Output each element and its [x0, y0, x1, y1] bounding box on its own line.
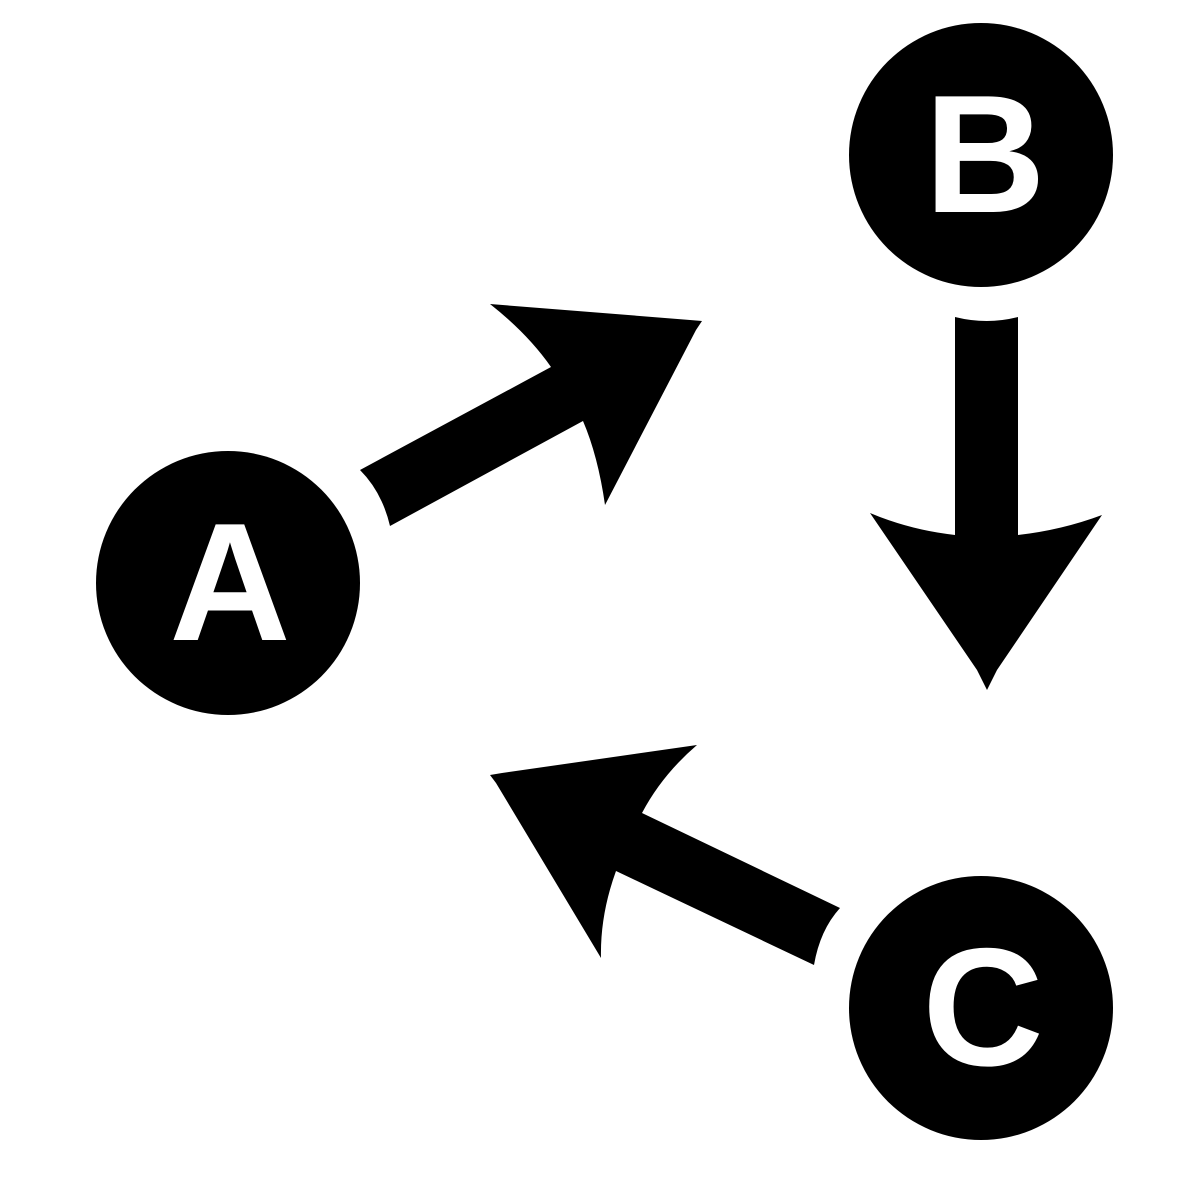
arrow-b-to-c	[870, 317, 1102, 690]
node-circle	[96, 451, 360, 715]
node-a: A	[96, 451, 360, 715]
node-label: A	[169, 488, 290, 676]
arrow-c-to-a	[490, 745, 840, 965]
node-label: C	[922, 913, 1043, 1101]
node-label: B	[924, 60, 1045, 248]
node-c: C	[849, 876, 1113, 1140]
node-b: B	[849, 23, 1113, 287]
node-circle	[849, 876, 1113, 1140]
arrow-a-to-b	[360, 304, 702, 526]
node-circle	[849, 23, 1113, 287]
